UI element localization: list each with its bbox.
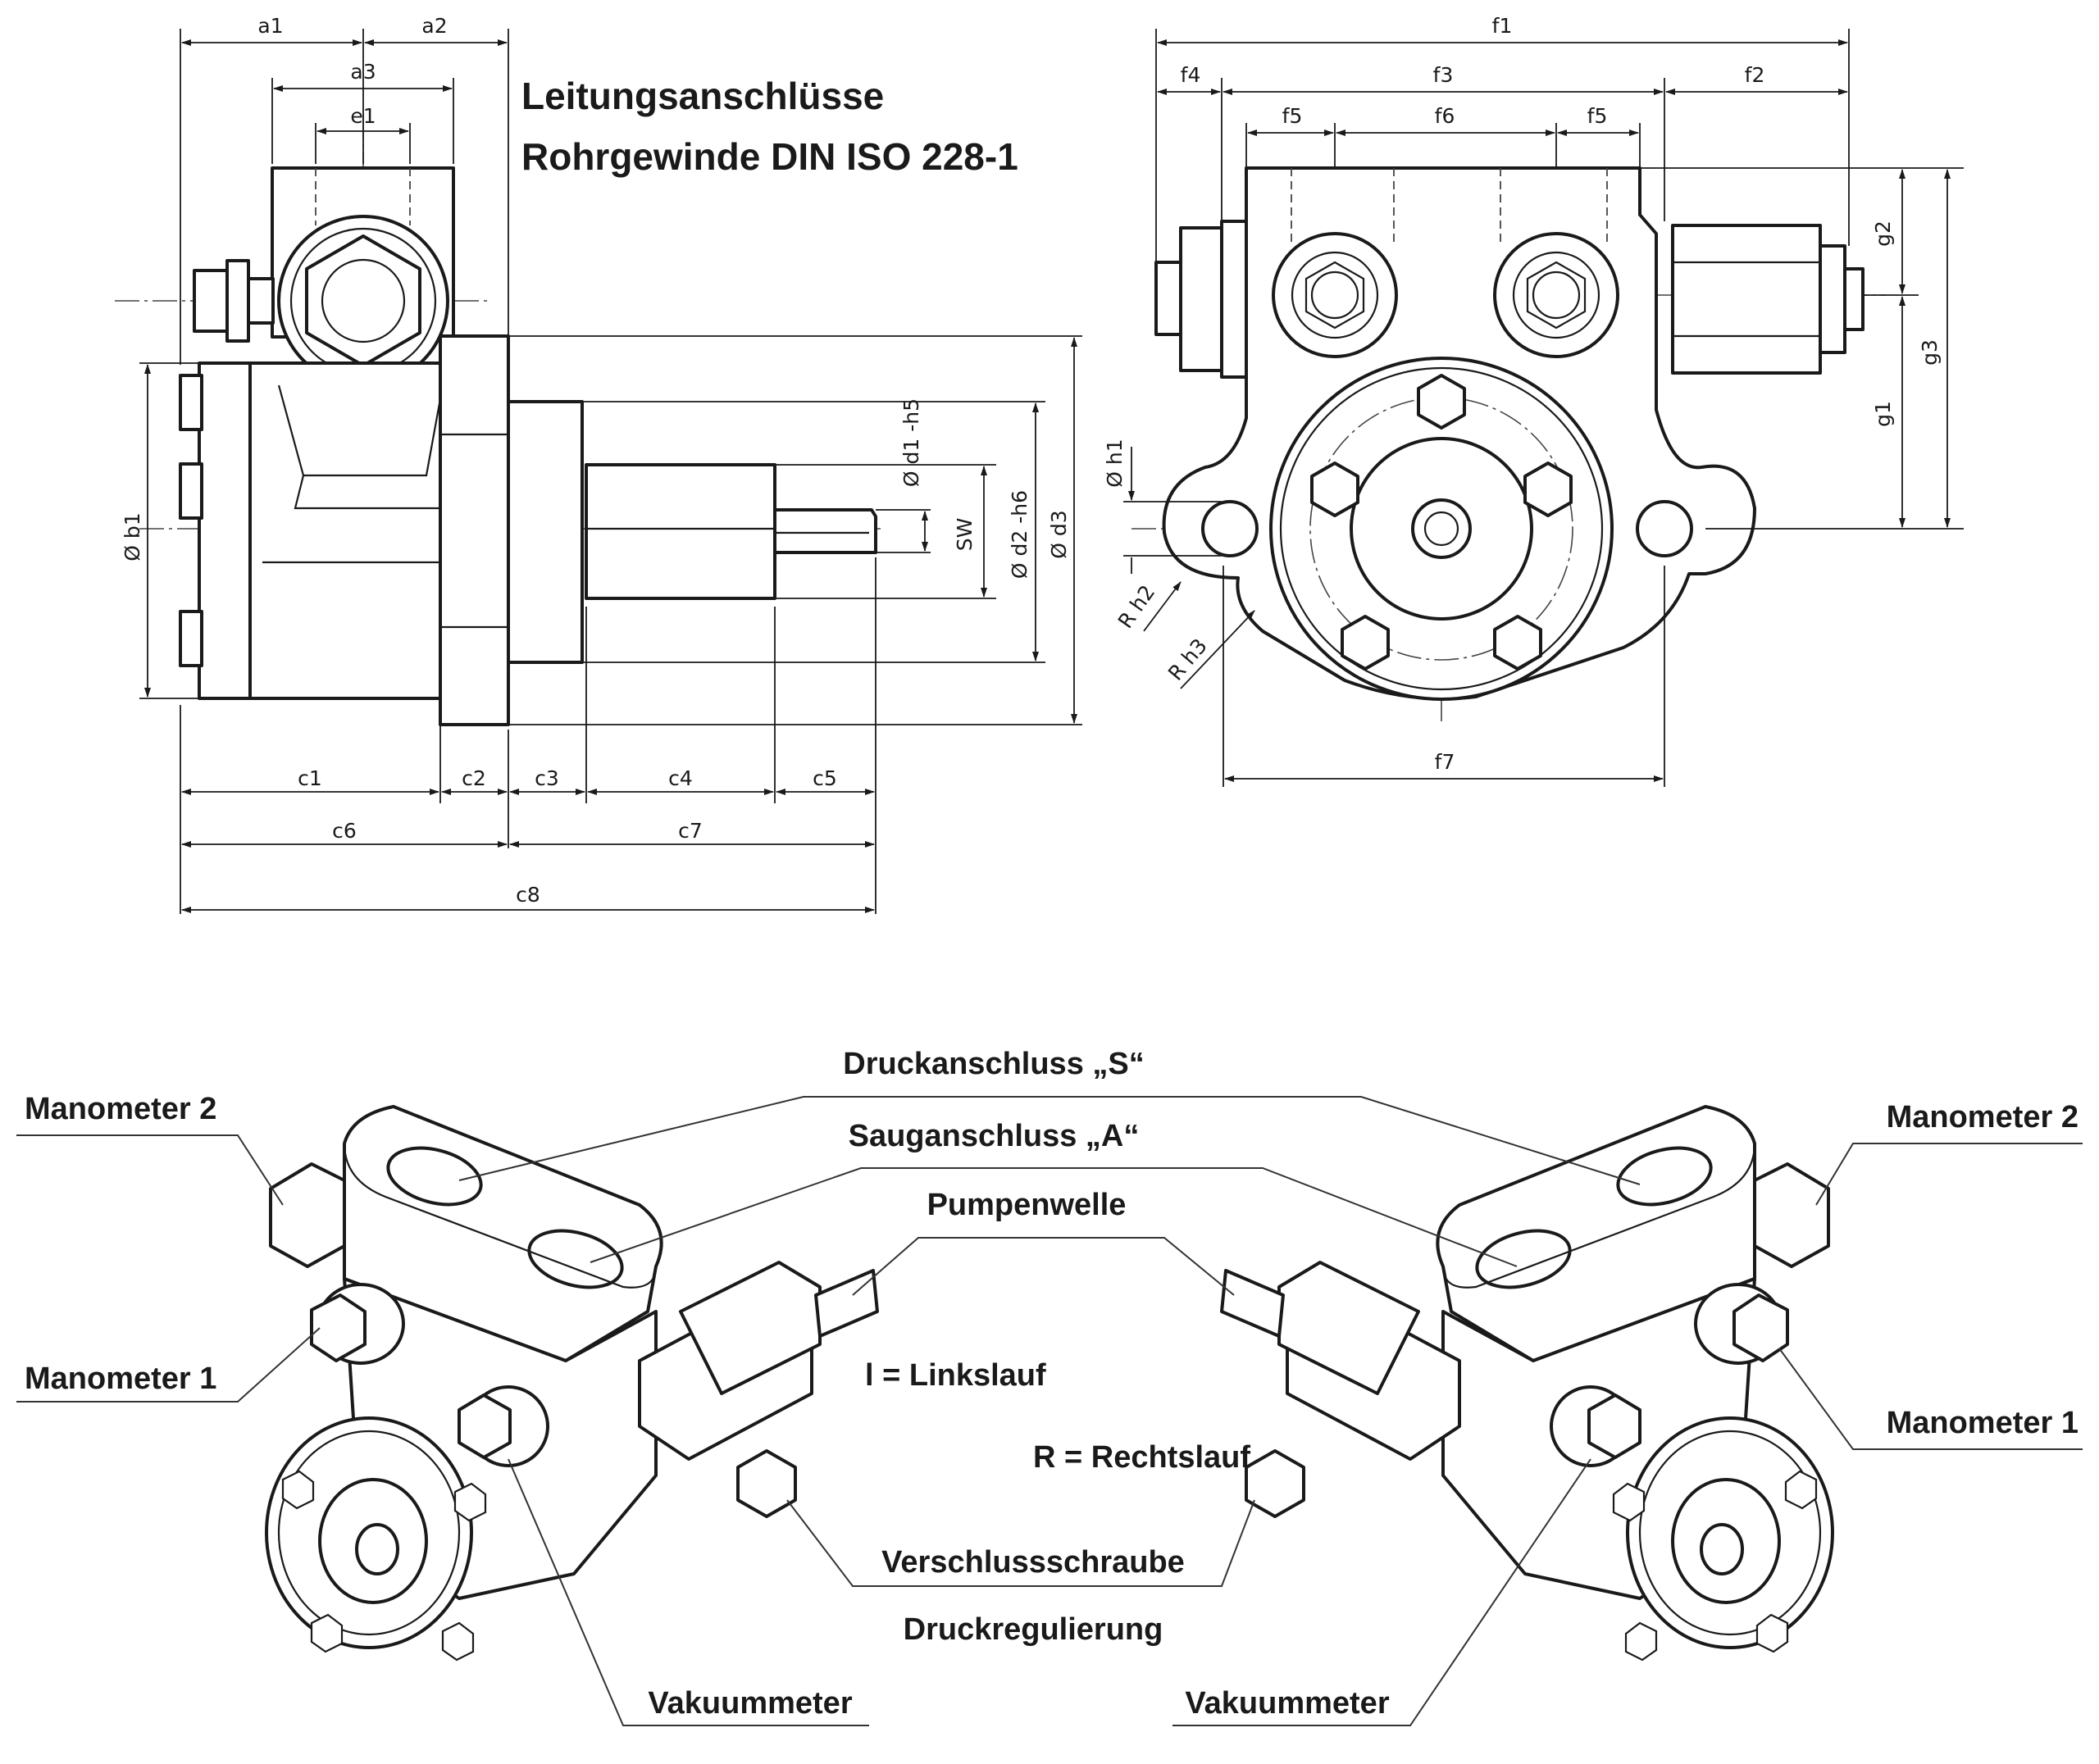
dim-f2: f2 (1745, 63, 1765, 87)
front-left-nut (1179, 226, 1223, 372)
dim-f6: f6 (1435, 104, 1455, 128)
front-view (1131, 166, 1886, 721)
dim-f4: f4 (1181, 63, 1201, 87)
iso-left-port-a (527, 1229, 624, 1289)
iso-left-verschluss (736, 1449, 797, 1518)
iso-right-verschluss (1245, 1449, 1305, 1518)
iso-pump-right (1220, 1105, 1834, 1662)
dim-c1: c1 (298, 766, 322, 790)
dim-h3: R h3 (1163, 634, 1212, 684)
heading-line2: Rohrgewinde DIN ISO 228-1 (521, 135, 1018, 178)
iso-left-flange-bore (355, 1523, 399, 1575)
dim-d2: Ø d2 -h6 (1008, 490, 1031, 579)
iso-right-port-a (1475, 1229, 1572, 1289)
front-shaft-bore (1411, 498, 1472, 559)
port-boss (277, 215, 449, 387)
iso-left-port-s (386, 1146, 483, 1207)
housing-shoulder (439, 334, 510, 726)
dim-f3: f3 (1433, 63, 1454, 87)
iso-left-manometer2 (269, 1162, 346, 1268)
heading-line1: Leitungsanschlüsse (521, 75, 884, 117)
label-druckregulierung: Druckregulierung (904, 1612, 1163, 1647)
front-right-fitting (1671, 224, 1822, 375)
label-rechtslauf: R = Rechtslauf (1033, 1440, 1250, 1475)
shaft-hex (585, 463, 776, 600)
flange-bolt-hexes (1310, 374, 1573, 671)
label-manometer2-left: Manometer 2 (25, 1092, 216, 1126)
iso-right-manometer1-hex (1732, 1293, 1789, 1362)
flange-bolt-bottom (179, 610, 203, 667)
iso-left-top-block (343, 1105, 663, 1362)
shaft-flange (507, 400, 584, 664)
dim-g2: g2 (1871, 220, 1895, 247)
dim-h1: Ø h1 (1103, 439, 1127, 487)
side-view (115, 115, 886, 726)
dim-c7: c7 (678, 819, 703, 843)
iso-right-top-block (1436, 1105, 1756, 1362)
iso-pump-left (265, 1105, 879, 1662)
label-manometer1-left: Manometer 1 (25, 1362, 216, 1396)
dim-b1: Ø b1 (121, 512, 144, 561)
dim-a3: a3 (350, 60, 376, 84)
label-linkslauf: l = Linkslauf (865, 1358, 1046, 1393)
dim-c6: c6 (332, 819, 357, 843)
dim-d1: Ø d1 -h5 (899, 398, 923, 487)
iso-right-vakuum-hex (1587, 1393, 1641, 1459)
dim-sw: SW (953, 518, 977, 552)
side-view-dimensions: a1 a2 a3 e1 Ø b1 Ø d1 -h5 SW Ø d2 -h6 Ø … (121, 14, 1082, 914)
dim-f7: f7 (1435, 750, 1455, 774)
flange-bolt-mid (179, 462, 203, 520)
dim-f1: f1 (1492, 14, 1513, 38)
side-bolt-head (193, 269, 229, 333)
dim-c8: c8 (516, 883, 540, 907)
dim-f5-right: f5 (1587, 104, 1608, 128)
iso-right-manometer2 (1753, 1162, 1830, 1268)
dim-c2: c2 (462, 766, 486, 790)
label-vakuummeter-left: Vakuummeter (648, 1686, 852, 1721)
iso-right-shaft (1220, 1269, 1285, 1338)
iso-right-port-s (1616, 1146, 1713, 1207)
flange-plate (198, 361, 252, 700)
front-hub (1350, 437, 1533, 621)
dim-e1: e1 (350, 104, 376, 128)
label-manometer1-right: Manometer 1 (1887, 1406, 2079, 1440)
shaft-pin (773, 508, 877, 554)
label-druckanschluss: Druckanschluss „S“ (843, 1047, 1144, 1081)
label-sauganschluss: Sauganschluss „A“ (849, 1119, 1140, 1153)
dim-f5-left: f5 (1282, 104, 1303, 128)
dim-g1: g1 (1871, 401, 1895, 427)
callout-leaders (16, 1096, 2083, 1726)
dim-d3: Ø d3 (1047, 510, 1071, 558)
dim-c5: c5 (813, 766, 837, 790)
dim-c3: c3 (535, 766, 559, 790)
dim-a1: a1 (257, 14, 283, 38)
dim-a2: a2 (421, 14, 447, 38)
mount-hole-right (1636, 500, 1693, 557)
label-verschlussschraube: Verschlussschraube (881, 1545, 1185, 1580)
dim-g3: g3 (1918, 339, 1942, 366)
iso-left-manometer1-hex (310, 1293, 367, 1362)
label-pumpenwelle: Pumpenwelle (927, 1188, 1127, 1222)
mount-hole-left (1201, 500, 1259, 557)
flange-bolt-top (179, 374, 203, 431)
pump-housing (248, 361, 455, 700)
dim-h2: R h2 (1113, 580, 1159, 632)
label-manometer2-right: Manometer 2 (1887, 1100, 2079, 1134)
iso-left-vakuum-hex (458, 1393, 512, 1459)
dim-c4: c4 (668, 766, 693, 790)
iso-left-shaft (814, 1269, 879, 1338)
label-vakuummeter-right: Vakuummeter (1185, 1686, 1389, 1721)
iso-right-flange-bore (1700, 1523, 1744, 1575)
